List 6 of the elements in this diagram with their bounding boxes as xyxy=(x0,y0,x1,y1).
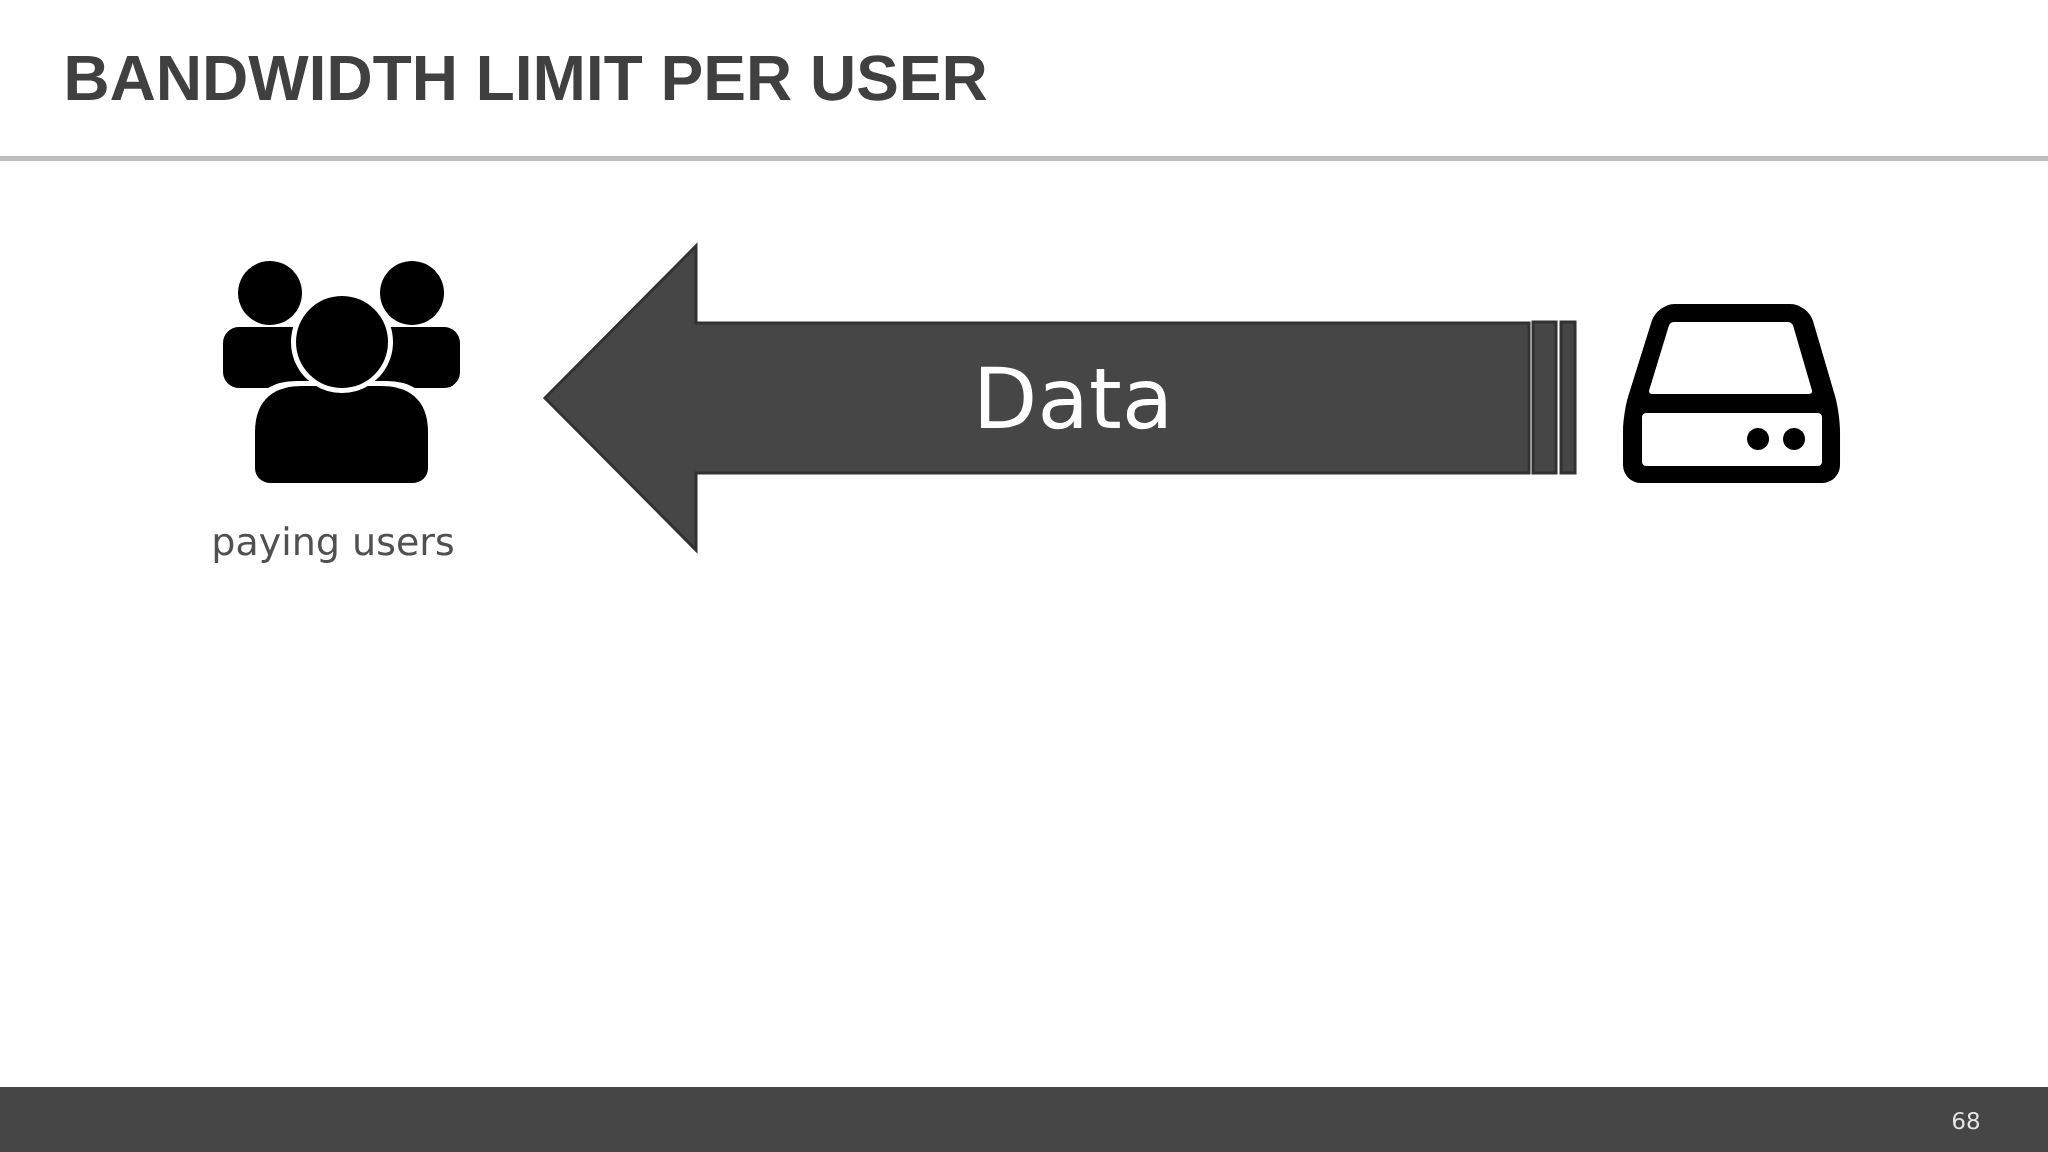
edge-label: Data xyxy=(981,366,1166,430)
page-number: 68 xyxy=(1952,1111,1980,1130)
hard-drive-icon xyxy=(1623,304,1840,483)
title: BANDWIDTH LIMIT PER USER xyxy=(67,55,987,101)
icon-caption: paying users xyxy=(214,526,453,563)
arrow xyxy=(542,242,1577,554)
